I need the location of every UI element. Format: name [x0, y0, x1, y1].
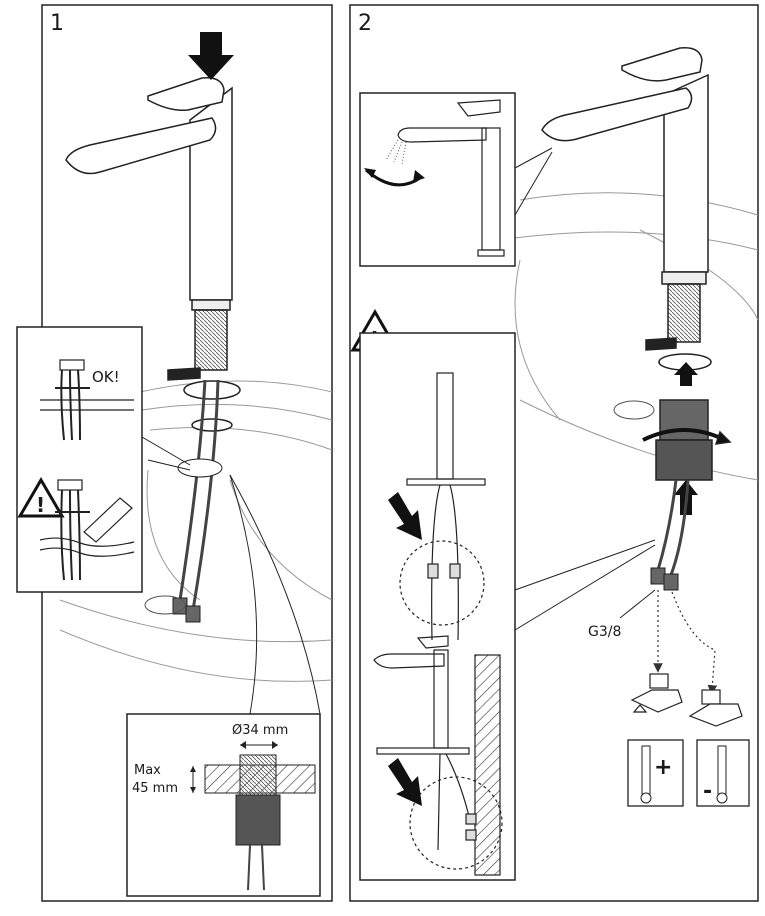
connection-guides [653, 590, 718, 695]
drain-2 [613, 400, 655, 420]
hose-fittings-2 [650, 567, 679, 591]
arrow-to-wall-fittings [388, 758, 422, 806]
panel-1-number: 1 [50, 11, 64, 36]
drain [144, 595, 186, 615]
panel-2: 2 [349, 4, 759, 902]
panel-1: 1 [16, 4, 333, 902]
faucet-body-2 [541, 47, 712, 371]
cold-thermometer-box: - [696, 739, 750, 807]
hot-thermometer-box: + [627, 739, 684, 807]
supply-hoses-2 [656, 479, 690, 576]
cold-valve [688, 689, 743, 727]
sink-hole [177, 458, 223, 478]
warning-exclamation-small: ! [36, 493, 45, 517]
ok-label: OK! [92, 368, 120, 386]
hose-fittings [172, 597, 201, 623]
sink-outline-2 [499, 192, 759, 481]
detail-lines [129, 429, 321, 715]
mounting-nut [642, 399, 732, 481]
max-value: 45 mm [132, 781, 178, 796]
thread-leader [619, 589, 656, 619]
max-label: Max [134, 763, 161, 778]
panel-2-frame [349, 4, 759, 902]
arrow-to-fittings [388, 492, 422, 540]
installation-inset [359, 332, 656, 881]
hot-label: + [654, 755, 672, 780]
cold-label: - [703, 779, 712, 804]
thread-label: G3/8 [588, 624, 621, 640]
press-down-arrow [188, 32, 234, 80]
supply-hoses [178, 379, 220, 611]
spray-inset [359, 92, 553, 267]
warning-triangle-small [17, 477, 65, 518]
diameter-label: Ø34 mm [232, 723, 288, 738]
faucet-body [65, 77, 241, 432]
dimension-inset: Ø34 mm Max 45 mm [126, 713, 321, 897]
hot-valve [630, 673, 683, 713]
up-arrow-1 [674, 362, 698, 386]
panel-2-number: 2 [358, 11, 372, 36]
hose-check-inset: OK! ! [16, 326, 143, 593]
